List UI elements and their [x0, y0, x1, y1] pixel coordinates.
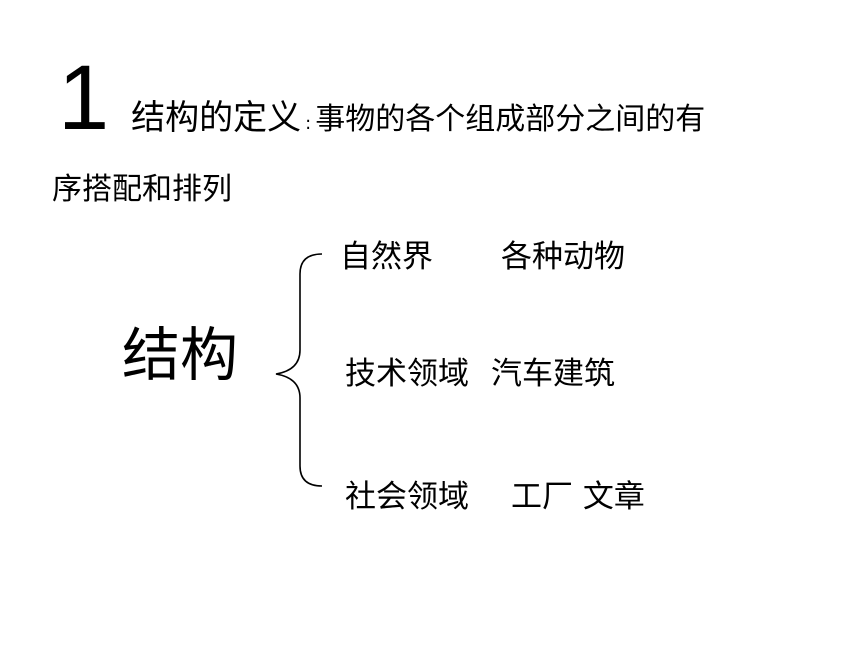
branch-technology: 技术领域汽车建筑: [345, 348, 615, 393]
branch-examples-label: 工厂 文章: [511, 479, 645, 515]
curly-brace-icon: [275, 253, 323, 487]
definition-colon: :: [305, 113, 312, 134]
branch-category-label: 技术领域: [345, 356, 469, 392]
branch-nature: 自然界 各种动物: [340, 231, 625, 276]
definition-text-line2: 序搭配和排列: [52, 172, 232, 207]
branch-examples-label: 各种动物: [501, 239, 625, 275]
diagram-root-label: 结构: [122, 321, 239, 389]
branch-examples-label: 汽车建筑: [491, 356, 615, 392]
definition-text-line1: 事物的各个组成部分之间的有: [315, 102, 706, 137]
branch-category-label: 自然界: [340, 239, 433, 275]
section-number: 1: [58, 47, 110, 149]
branch-society: 社会领域 工厂 文章: [345, 471, 645, 516]
branch-category-label: 社会领域: [345, 479, 469, 515]
definition-term: 结构的定义: [131, 98, 302, 138]
